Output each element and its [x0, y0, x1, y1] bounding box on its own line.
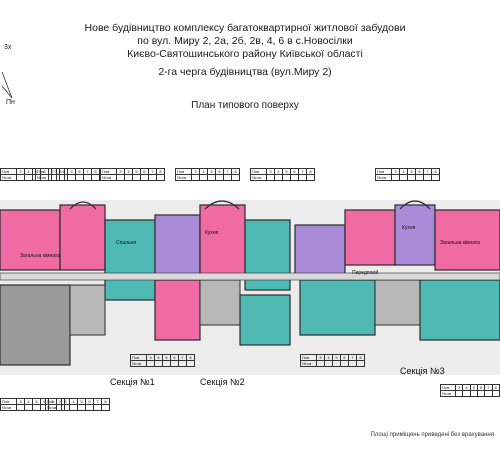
bay-window — [204, 200, 240, 210]
apartment-pink — [0, 209, 61, 271]
apartment-purple — [394, 204, 436, 266]
plan-title: План типового поверху — [191, 100, 299, 111]
project-title-line-3: Києво-Святошинського району Київської об… — [127, 48, 363, 60]
apartment-pink — [154, 279, 201, 341]
compass-label-top: 3х — [4, 44, 12, 51]
room-label: Загальна кімната — [440, 240, 480, 246]
section-2-label: Секція №2 — [200, 377, 245, 387]
section-1-label: Секція №1 — [110, 377, 155, 387]
corridor — [0, 272, 500, 281]
table-header: № кв — [0, 174, 17, 181]
apartment-gray — [0, 284, 71, 366]
room-label: Загальна кімната — [20, 253, 60, 259]
table-header: № кв — [250, 174, 267, 181]
table-header: № кв — [35, 174, 52, 181]
apartment-pink — [344, 209, 396, 266]
apartment-pink — [199, 204, 246, 276]
table-header: № кв — [0, 404, 17, 411]
apartment-teal — [239, 294, 291, 346]
staircase — [199, 279, 241, 326]
compass-label-bottom: Пн — [6, 99, 15, 106]
area-note: Площі приміщень приведені без врахування — [370, 432, 494, 438]
bay-window — [399, 200, 431, 210]
apartment-teal — [419, 279, 500, 341]
room-label: Кухня — [402, 225, 416, 231]
staircase — [374, 279, 421, 326]
apartment-purple — [294, 224, 346, 276]
stage-title: 2-га черга будівництва (вул.Миру 2) — [158, 66, 332, 78]
apartment-pink — [59, 204, 106, 271]
apartment-teal — [299, 279, 376, 336]
staircase — [69, 284, 106, 336]
room-label: Передпокій — [352, 270, 379, 276]
apartment-teal — [104, 219, 156, 301]
table-header: № кв — [45, 404, 62, 411]
bay-window — [69, 201, 97, 210]
room-label: Кухня — [205, 230, 219, 236]
section-3-block — [294, 200, 500, 341]
apartment-purple — [154, 214, 201, 276]
table-header: № кв — [175, 174, 192, 181]
apartment-pink — [434, 209, 500, 271]
compass-arrow-icon — [1, 71, 13, 99]
section-2-block — [154, 200, 291, 346]
room-label: Спальня — [116, 240, 137, 246]
table-header: № кв — [130, 360, 147, 367]
table-header: № кв — [100, 174, 117, 181]
section-3-label: Секція №3 — [400, 366, 445, 376]
project-title-line-1: Нове будівництво комплексу багатоквартир… — [84, 22, 406, 34]
compass-rose: 3х Пн — [0, 30, 40, 110]
typical-floor-plan — [0, 200, 500, 375]
table-header: № кв — [439, 390, 457, 397]
section-1-block — [0, 201, 156, 366]
project-title-line-2: по вул. Миру 2, 2а, 2б, 2в, 4, 6 в с.Нов… — [137, 35, 353, 47]
table-header: № кв — [300, 360, 317, 367]
table-header: № кв — [375, 174, 392, 181]
